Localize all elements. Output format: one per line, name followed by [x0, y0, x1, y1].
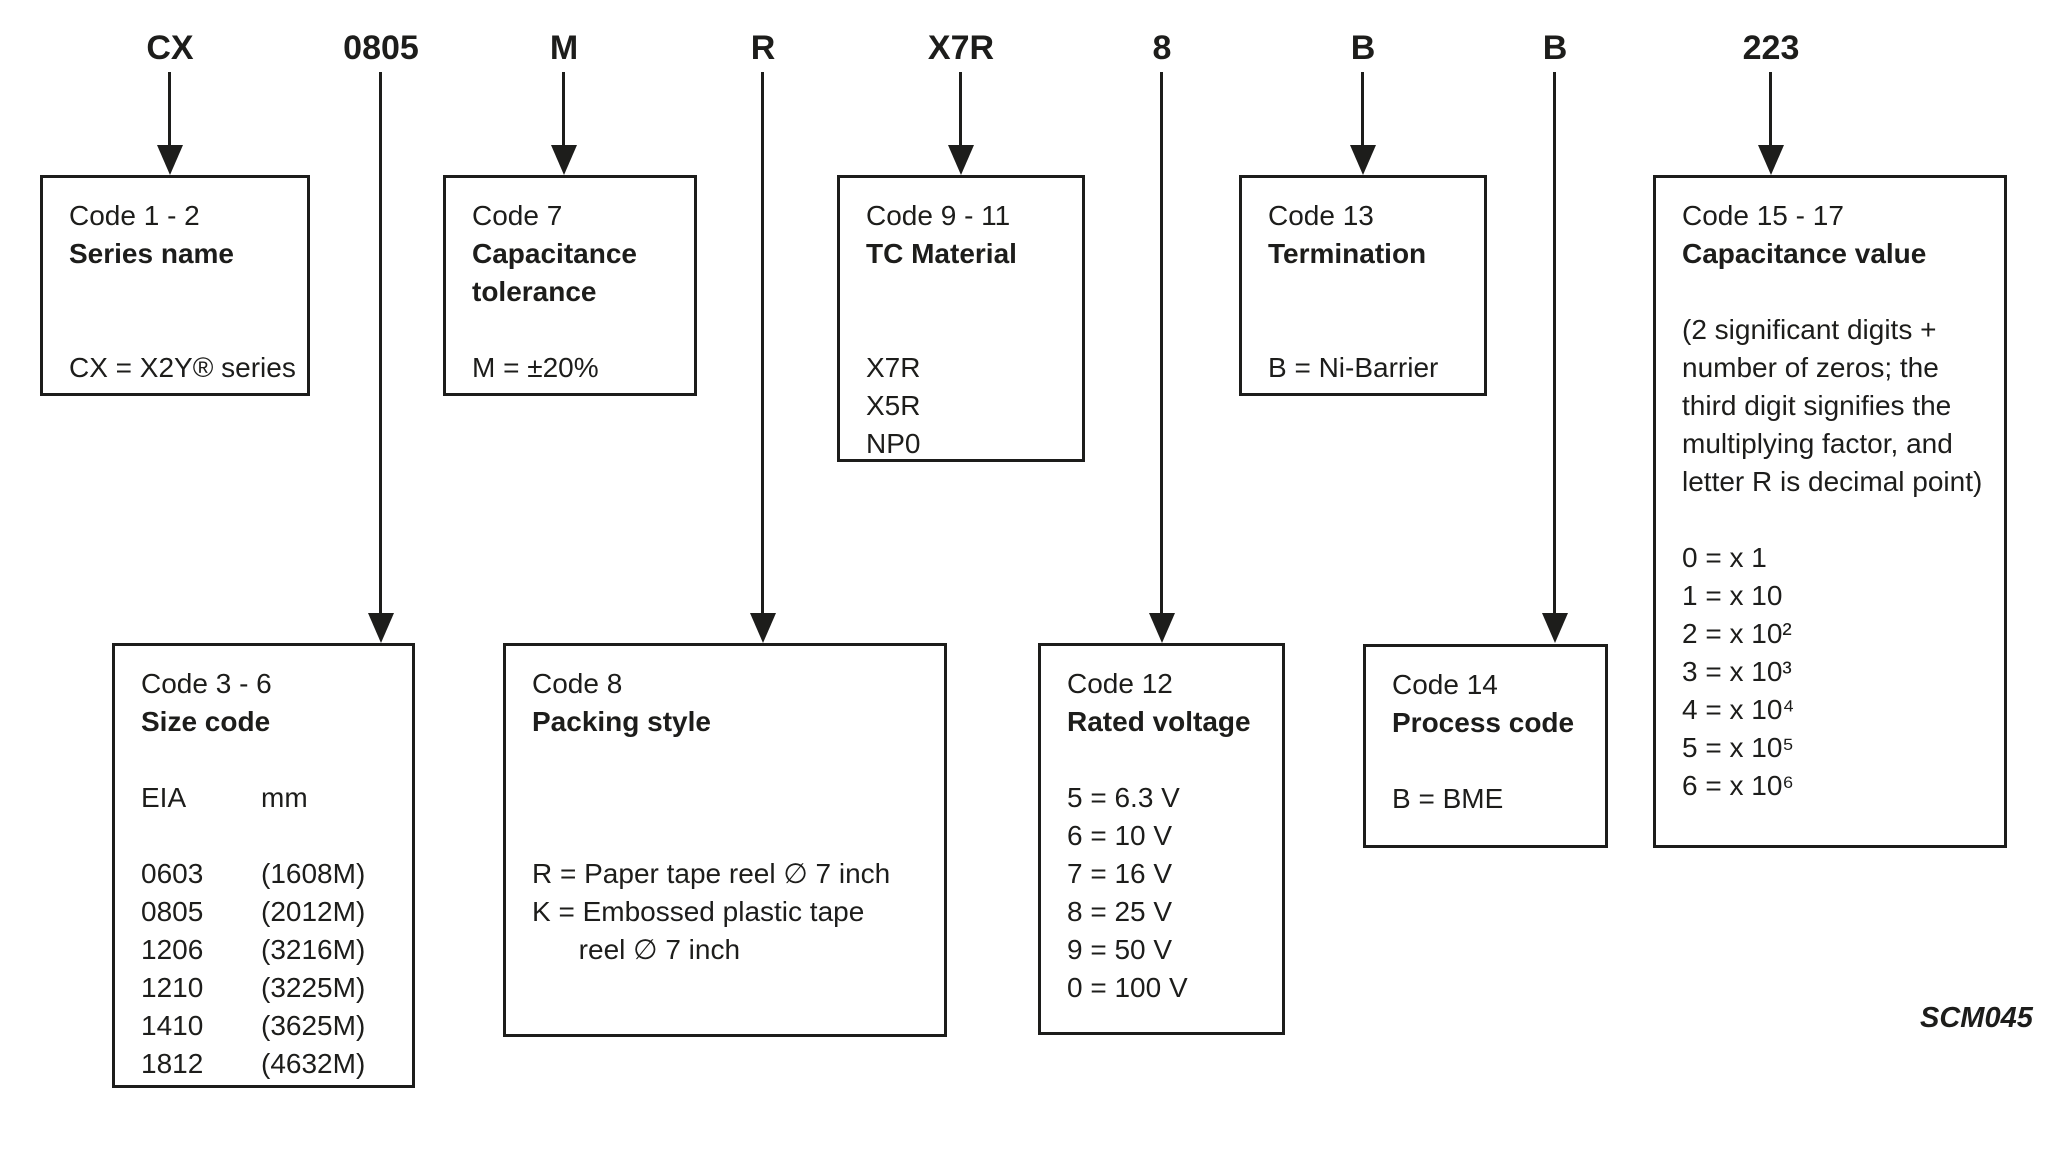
part-segment-x7r: X7R — [927, 29, 995, 67]
part-segment-8: 8 — [1152, 29, 1172, 67]
part-segment-0805: 0805 — [343, 29, 419, 67]
part-segment-b-process: B — [1542, 29, 1568, 67]
part-segment-r: R — [750, 29, 776, 67]
part-segment-cx: CX — [146, 29, 194, 67]
part-segment-m: M — [549, 29, 579, 67]
doc-ref: SCM045 — [1920, 1002, 2033, 1034]
part-segment-223: 223 — [1742, 29, 1800, 67]
part-segment-b-termination: B — [1350, 29, 1376, 67]
